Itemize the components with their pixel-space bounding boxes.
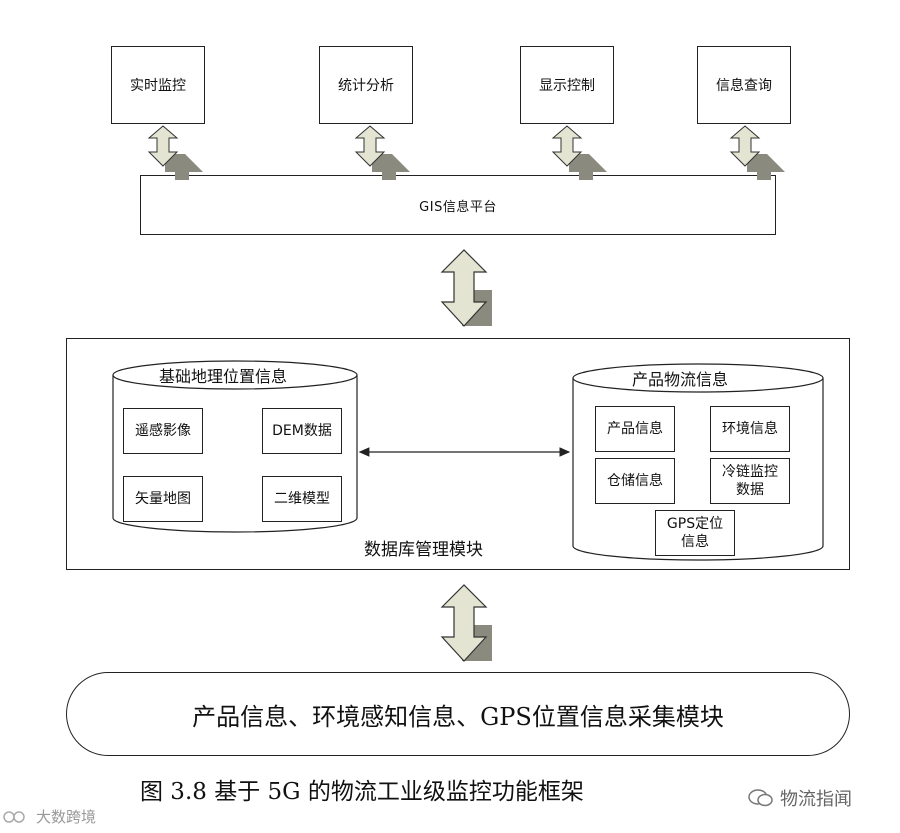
item-label: 产品信息	[607, 421, 663, 437]
module-label: 显示控制	[539, 78, 595, 94]
watermark-left-text: 大数跨境	[36, 808, 97, 826]
item-label: 环境信息	[722, 421, 778, 437]
collection-module-label: 产品信息、环境感知信息、GPS位置信息采集模块	[192, 702, 724, 731]
gis-platform-label: GIS信息平台	[419, 199, 497, 215]
geo-item-dem: DEM数据	[262, 408, 342, 454]
figure-caption: 图 3.8 基于 5G 的物流工业级监控功能框架	[140, 779, 584, 805]
module-label: 实时监控	[130, 78, 186, 94]
module-display-control: 显示控制	[520, 46, 614, 124]
logistics-item-storage: 仓储信息	[595, 458, 675, 504]
item-label: 矢量地图	[135, 491, 191, 507]
module-label: 统计分析	[338, 78, 394, 94]
collection-module: 产品信息、环境感知信息、GPS位置信息采集模块	[66, 672, 850, 756]
logistics-db-title: 产品物流信息	[632, 370, 729, 389]
database-module-label: 数据库管理模块	[364, 540, 483, 560]
geo-item-remote-sensing: 遥感影像	[123, 408, 203, 454]
small-bidirectional-arrow-1	[147, 125, 203, 180]
large-bidirectional-arrow-db-collect	[440, 584, 492, 662]
item-label: 遥感影像	[135, 423, 191, 439]
geo-item-2d-model: 二维模型	[262, 476, 342, 522]
gis-platform: GIS信息平台	[140, 175, 776, 235]
watermark-right-text: 物流指闻	[780, 789, 852, 810]
item-label: GPS定位 信息	[666, 516, 724, 550]
small-bidirectional-arrow-4	[729, 125, 785, 180]
module-label: 信息查询	[716, 78, 772, 94]
module-statistics: 统计分析	[319, 46, 413, 124]
logistics-item-environment: 环境信息	[710, 406, 790, 452]
small-bidirectional-arrow-2	[354, 125, 410, 180]
item-label: 仓储信息	[607, 473, 663, 489]
logistics-item-gps: GPS定位 信息	[655, 510, 735, 556]
logistics-item-cold-chain: 冷链监控 数据	[710, 458, 790, 504]
geo-item-vector-map: 矢量地图	[123, 476, 203, 522]
small-bidirectional-arrow-3	[551, 125, 607, 180]
item-label: DEM数据	[272, 423, 332, 439]
wechat-icon	[748, 789, 773, 807]
module-realtime-monitor: 实时监控	[111, 46, 205, 124]
brand-logo-icon	[3, 810, 25, 823]
geo-db-title: 基础地理位置信息	[159, 367, 288, 386]
module-info-query: 信息查询	[697, 46, 791, 124]
watermark-right: 物流指闻	[748, 785, 852, 811]
item-label: 二维模型	[274, 491, 330, 507]
logistics-item-product: 产品信息	[595, 406, 675, 452]
large-bidirectional-arrow-gis-db	[440, 249, 492, 327]
watermark-left: 大数跨境	[2, 806, 96, 827]
item-label: 冷链监控 数据	[722, 464, 778, 498]
